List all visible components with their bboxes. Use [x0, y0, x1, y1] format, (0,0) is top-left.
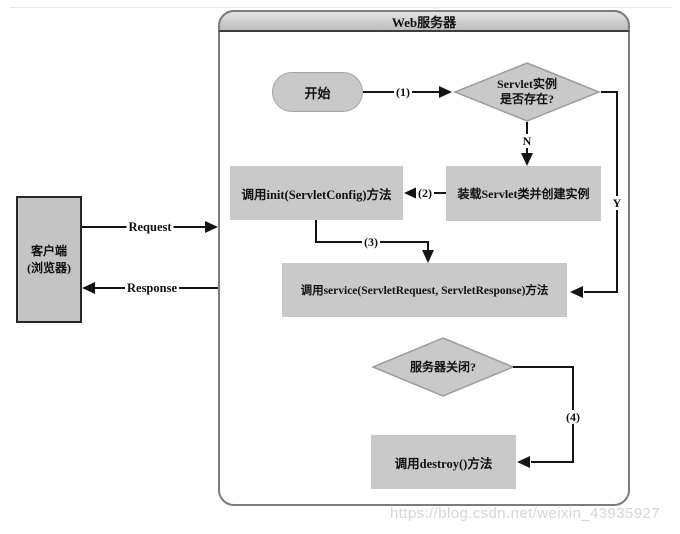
- web-server-title: Web服务器: [391, 14, 457, 30]
- web-server-titlebar: Web服务器: [218, 10, 630, 32]
- step-label-4: (4): [564, 410, 582, 424]
- y-label: Y: [610, 196, 624, 210]
- client-box: 客户端 (浏览器): [16, 196, 82, 323]
- watermark-text: https://blog.csdn.net/weixin_43935927: [390, 505, 660, 522]
- diamond-shape: [453, 62, 601, 122]
- flow-line-4c: [531, 461, 574, 463]
- flow-line-3a: [315, 220, 317, 243]
- step-label-3: (3): [362, 235, 380, 249]
- instance-exists-decision: Servlet实例 是否存在?: [453, 62, 601, 122]
- flow-arrowhead-2-icon: [404, 187, 417, 199]
- decision1-line2: 是否存在?: [499, 92, 554, 106]
- n-label: N: [520, 134, 534, 148]
- service-node: 调用service(ServletRequest, ServletRespons…: [282, 263, 567, 317]
- flow-line-2: [433, 192, 446, 194]
- diamond-shape: [371, 337, 515, 397]
- start-node: 开始: [272, 72, 363, 112]
- load-servlet-node: 装载Servlet类并创建实例: [446, 166, 601, 221]
- shutdown-decision: 服务器关闭?: [409, 359, 476, 374]
- flow-arrowhead-4-icon: [517, 456, 530, 468]
- flow-arrowhead-3-icon: [422, 250, 434, 263]
- flow-line-4a: [513, 366, 574, 368]
- destroy-node: 调用destroy()方法: [371, 435, 516, 489]
- y-branch-line-c: [584, 291, 618, 293]
- init-node: 调用init(ServletConfig)方法: [230, 166, 403, 220]
- instance-exists-decision-shape: [453, 62, 601, 122]
- flow-arrowhead-1-icon: [439, 86, 452, 98]
- request-label: Request: [126, 220, 174, 234]
- client-label-line2: (浏览器): [27, 260, 71, 275]
- flow-line-3c: [427, 241, 429, 252]
- step-label-1: (1): [394, 85, 412, 99]
- top-border-line: [10, 7, 672, 8]
- y-branch-arrowhead-icon: [570, 286, 583, 298]
- response-label: Response: [124, 281, 180, 295]
- step-label-2: (2): [416, 186, 434, 200]
- shutdown-decision-shape: [371, 337, 515, 397]
- request-arrowhead-icon: [205, 221, 218, 233]
- y-branch-line-b: [616, 91, 618, 293]
- client-label-line1: 客户端: [30, 243, 67, 258]
- y-branch-line-a: [601, 91, 618, 93]
- n-branch-arrowhead-icon: [521, 153, 533, 166]
- response-arrowhead-icon: [82, 282, 95, 294]
- decision1-line1: Servlet实例: [497, 77, 557, 91]
